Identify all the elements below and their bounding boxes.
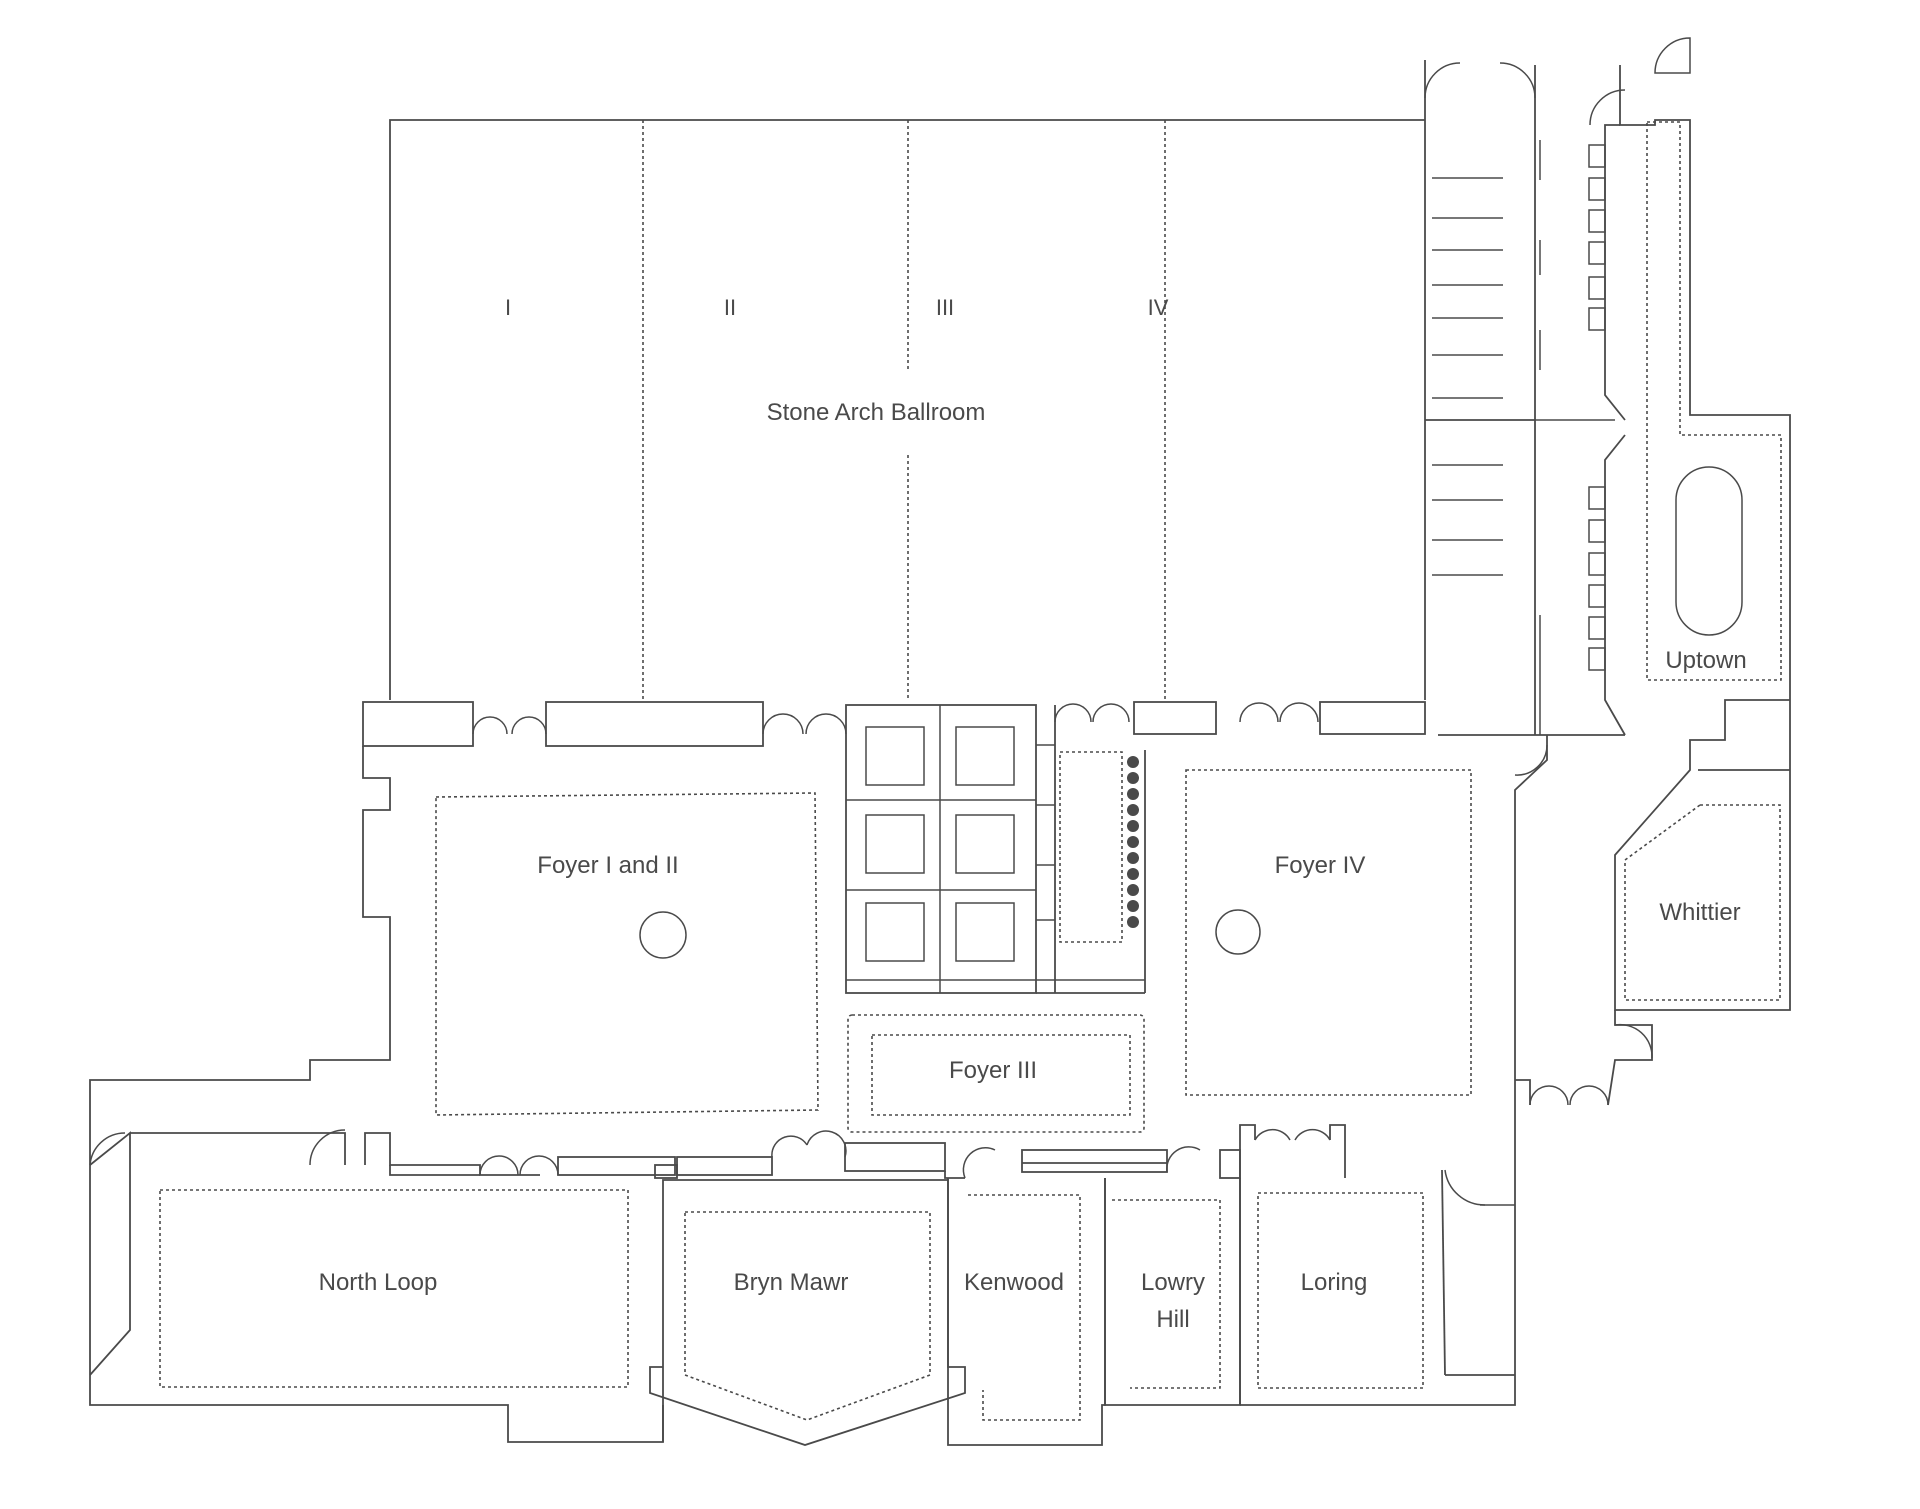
section-label-2: II (724, 295, 736, 320)
east-service-corridor (1425, 65, 1625, 736)
whittier-label: Whittier (1659, 899, 1740, 926)
foyer-1-2 (435, 792, 819, 1116)
loring-room (1239, 1169, 1515, 1405)
room-labels: I II III IV Stone Arch Ballroom Foyer I … (319, 295, 1747, 1333)
north-loop-room (89, 1131, 629, 1388)
stanchion-dots (1127, 756, 1139, 928)
uptown-room (1619, 65, 1791, 700)
ballroom-walls (389, 60, 1426, 700)
foyer-4-label: Foyer IV (1275, 852, 1366, 879)
foyer-3-label: Foyer III (949, 1057, 1037, 1084)
kenwood-room (947, 1178, 1106, 1446)
foyer-3 (847, 1014, 1145, 1133)
lowry-hill-label-line1: Lowry (1141, 1269, 1205, 1296)
north-exit-doors[interactable] (1424, 37, 1691, 99)
lowry-hill-label-line2: Hill (1156, 1306, 1189, 1333)
section-label-3: III (936, 295, 954, 320)
uptown-label: Uptown (1665, 647, 1746, 674)
ballroom-label: Stone Arch Ballroom (767, 399, 986, 426)
section-label-4: IV (1148, 295, 1169, 320)
bryn-mawr-room (649, 1179, 966, 1446)
whittier-room (1614, 699, 1791, 1011)
east-exit-doors[interactable] (1515, 1010, 1653, 1106)
north-loop-label: North Loop (319, 1269, 438, 1296)
central-stair-block (845, 704, 1146, 994)
elevator-bank-north (1588, 89, 1626, 421)
foyer-4 (1185, 735, 1548, 1406)
ballroom-doors[interactable] (472, 702, 1319, 735)
south-corridor-wall (89, 1124, 1346, 1179)
ballroom-south-wall (89, 701, 1426, 1443)
loring-label: Loring (1301, 1269, 1368, 1296)
section-label-1: I (505, 295, 511, 320)
foyer-1-2-label: Foyer I and II (537, 852, 678, 879)
kenwood-label: Kenwood (964, 1269, 1064, 1296)
bryn-mawr-label: Bryn Mawr (734, 1269, 849, 1296)
elevator-bank-south (1588, 434, 1626, 736)
